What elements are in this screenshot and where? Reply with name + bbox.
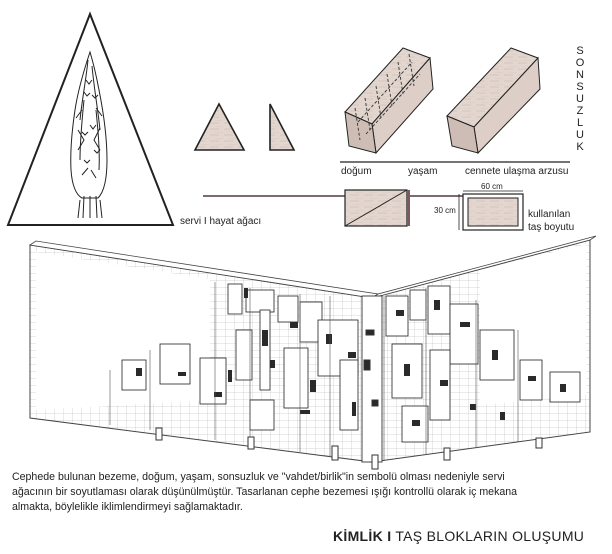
label-stone-line1: kullanılan	[528, 209, 571, 220]
page-title: KİMLİK I TAŞ BLOKLARIN OLUŞUMU	[333, 528, 584, 544]
label-dogum: doğum	[341, 166, 372, 177]
prism-dashed	[344, 47, 434, 155]
label-dim-height: 30 cm	[434, 206, 456, 215]
label-sonsuzluk: S O N S U Z L U K	[575, 45, 585, 153]
label-yasam: yaşam	[408, 166, 438, 177]
caption-line-1: Cephede bulunan bezeme, doğum, yaşam, so…	[12, 471, 505, 483]
title-rest: TAŞ BLOKLARIN OLUŞUMU	[395, 528, 585, 544]
title-bold: KİMLİK I	[333, 528, 392, 544]
cypress-triangle	[6, 11, 175, 226]
facade-perspective	[28, 235, 597, 470]
caption-line-3: almakta, böylelikle iklimlendirmeyi sağl…	[12, 501, 243, 513]
label-stone-line2: taş boyutu	[528, 222, 575, 233]
label-tree: servi I hayat ağacı	[180, 216, 262, 227]
label-dim-width: 60 cm	[481, 182, 503, 191]
cypress-tree-icon	[70, 50, 108, 219]
caption: Cephede bulunan bezeme, doğum, yaşam, so…	[12, 470, 612, 515]
small-triangle-half	[269, 103, 296, 151]
stone-size-diagram	[458, 190, 524, 231]
prism-solid	[446, 47, 541, 155]
label-cennet: cennete ulaşma arzusu	[465, 166, 569, 177]
caption-line-2: ağacının bir soyutlaması olarak düşünülm…	[12, 486, 518, 498]
stone-block-section	[344, 189, 410, 227]
small-triangle-full	[193, 102, 246, 151]
